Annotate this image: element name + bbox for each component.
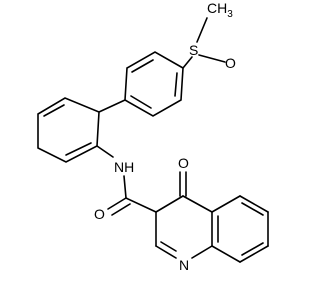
methyl-label-main: CH [207, 0, 227, 16]
bond-c5-c6-double [241, 202, 264, 216]
sulfur-label: S [189, 42, 198, 58]
bond-c8a-n1 [191, 245, 213, 259]
bond-n1-c2-double [160, 241, 177, 252]
structure-canvas: CH3 S O NH O O N [37, 0, 269, 273]
bond-sulfur-oxygen [198, 54, 226, 63]
bond-c4-c4a [182, 195, 213, 213]
methyl-label-subscript: 3 [227, 9, 233, 20]
ketone-oxygen-label: O [178, 155, 189, 171]
amide-nh-label: NH [114, 159, 134, 175]
bond-carbonyl-oxygen [107, 197, 127, 210]
bond-c7-c8 [239, 245, 269, 263]
phenyl-double-bond-3 [131, 59, 154, 73]
bond-sulfur-ring [182, 56, 193, 69]
methyl-label: CH3 [207, 0, 233, 20]
bond-phenyl-cyclohexadiene [98, 99, 126, 113]
cyclohexadiene-ring [37, 97, 100, 163]
bond-c5-c6 [239, 195, 269, 213]
bond-nh-carbonyl [123, 175, 127, 199]
diene-double-bond-2 [43, 104, 65, 117]
bond-c7-c8-double [241, 242, 264, 256]
bond-c8-c8a [211, 245, 241, 263]
amide-oxygen-label: O [94, 206, 105, 222]
bond-ring-nh [96, 145, 114, 158]
bond-methyl-sulfur [196, 17, 208, 43]
diene-double-bond-1 [65, 142, 92, 156]
phenyl-double-bond-1 [174, 72, 178, 97]
ring-nitrogen-label: N [179, 257, 189, 273]
phenyl-double-bond-2 [130, 95, 152, 109]
sulfoxide-oxygen-label: O [225, 55, 236, 71]
phenyl-ring [124, 51, 184, 117]
bond-carbonyl-oxygen-double [111, 203, 131, 216]
bond-c3-c4 [155, 195, 184, 213]
bond-c4a-c5 [211, 195, 241, 213]
molecule-structure: CH3 S O NH O O N [37, 0, 269, 273]
bond-n1-c2 [155, 245, 177, 259]
bond-carbonyl-c3 [125, 197, 157, 213]
